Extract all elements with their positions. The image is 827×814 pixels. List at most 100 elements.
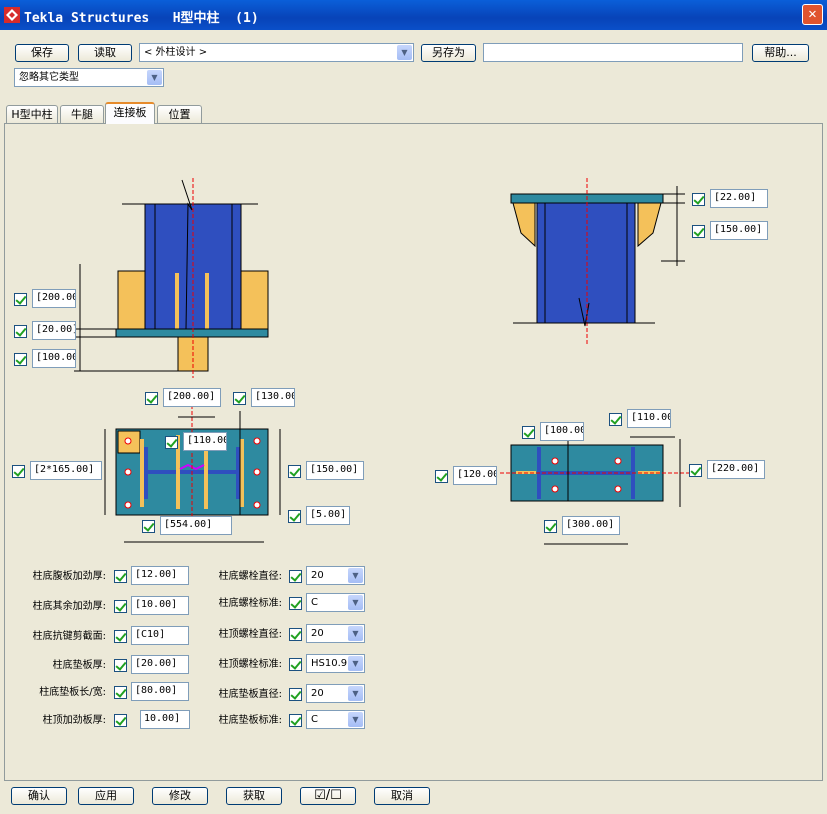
form-label: 柱底其余加劲厚:: [32, 601, 106, 612]
save-as-button[interactable]: 另存为: [421, 44, 476, 62]
dim-20-checkbox[interactable]: [14, 325, 27, 338]
form-input[interactable]: [C10]: [131, 626, 189, 645]
dim-top-110-checkbox[interactable]: [609, 413, 622, 426]
window-title: Tekla Structures H型中柱 (1): [24, 11, 259, 26]
form-input[interactable]: [12.00]: [131, 566, 189, 585]
form-checkbox-2[interactable]: [289, 688, 302, 701]
chevron-down-icon: ▼: [348, 712, 363, 727]
dim-plan-150-checkbox[interactable]: [288, 465, 301, 478]
form-label-2: 柱底垫板标准:: [218, 715, 282, 726]
get-button[interactable]: 获取: [226, 787, 282, 805]
form-checkbox[interactable]: [114, 659, 127, 672]
form-select[interactable]: 20▼: [306, 684, 365, 703]
chevron-down-icon: ▼: [348, 568, 363, 583]
chevron-down-icon: ▼: [348, 686, 363, 701]
dim-plan-110-checkbox[interactable]: [165, 436, 178, 449]
tab-position[interactable]: 位置: [157, 105, 202, 123]
form-label-2: 柱底螺栓直径:: [218, 571, 282, 582]
form-checkbox-2[interactable]: [289, 597, 302, 610]
form-label: 柱顶加劲板厚:: [42, 715, 106, 726]
dim-plan-200-input[interactable]: [200.00]: [163, 388, 221, 407]
cancel-button[interactable]: 取消: [374, 787, 430, 805]
form-label: 柱底垫板厚:: [52, 660, 106, 671]
form-select[interactable]: C▼: [306, 710, 365, 729]
dim-top-300-checkbox[interactable]: [544, 520, 557, 533]
form-label-2: 柱底螺栓标准:: [218, 598, 282, 609]
dim-top-110-input[interactable]: [110.00: [627, 409, 671, 428]
form-label: 柱底腹板加劲厚:: [32, 571, 106, 582]
dim-top-120-checkbox[interactable]: [435, 470, 448, 483]
dim-22-input[interactable]: [22.00]: [710, 189, 768, 208]
apply-button[interactable]: 应用: [78, 787, 134, 805]
tab-h-column[interactable]: H型中柱: [6, 105, 58, 123]
form-checkbox[interactable]: [114, 630, 127, 643]
dim-100-checkbox[interactable]: [14, 353, 27, 366]
form-checkbox-2[interactable]: [289, 714, 302, 727]
form-select[interactable]: 20▼: [306, 624, 365, 643]
form-input[interactable]: [20.00]: [131, 655, 189, 674]
dim-2x165-checkbox[interactable]: [12, 465, 25, 478]
save-button[interactable]: 保存: [15, 44, 69, 62]
dim-top-220-input[interactable]: [220.00]: [707, 460, 765, 479]
form-select[interactable]: C▼: [306, 593, 365, 612]
form-checkbox-2[interactable]: [289, 570, 302, 583]
dim-150-top-checkbox[interactable]: [692, 225, 705, 238]
save-as-name-input[interactable]: [483, 43, 743, 62]
title-bar: Tekla Structures H型中柱 (1) ✕: [0, 0, 827, 30]
help-button[interactable]: 帮助...: [752, 44, 809, 62]
dim-top-120-input[interactable]: [120.00: [453, 466, 497, 485]
dim-top-100-checkbox[interactable]: [522, 426, 535, 439]
dim-top-300-input[interactable]: [300.00]: [562, 516, 620, 535]
dim-plan-110-input[interactable]: [110.00: [183, 432, 227, 451]
form-checkbox[interactable]: [114, 686, 127, 699]
dim-5-checkbox[interactable]: [288, 510, 301, 523]
dim-554-checkbox[interactable]: [142, 520, 155, 533]
dim-22-checkbox[interactable]: [692, 193, 705, 206]
dim-plan-130-checkbox[interactable]: [233, 392, 246, 405]
form-checkbox[interactable]: [114, 714, 127, 727]
dim-20-input[interactable]: [20.00]: [32, 321, 76, 340]
form-checkbox-2[interactable]: [289, 658, 302, 671]
dim-plan-150-input[interactable]: [150.00]: [306, 461, 364, 480]
form-checkbox-2[interactable]: [289, 628, 302, 641]
form-select[interactable]: HS10.9▼: [306, 654, 365, 673]
form-checkbox[interactable]: [114, 600, 127, 613]
form-label-2: 柱底垫板直径:: [218, 689, 282, 700]
ok-button[interactable]: 确认: [11, 787, 67, 805]
close-icon: ✕: [808, 6, 817, 22]
dim-plan-130-input[interactable]: [130.00: [251, 388, 295, 407]
preset-select[interactable]: < 外柱设计 > ▼: [139, 43, 414, 62]
chevron-down-icon: ▼: [348, 656, 363, 671]
form-label: 柱底抗键剪截面:: [32, 631, 106, 642]
dim-100-input[interactable]: [100.00: [32, 349, 76, 368]
form-input[interactable]: [80.00]: [131, 682, 189, 701]
dim-150-top-input[interactable]: [150.00]: [710, 221, 768, 240]
dim-200-checkbox[interactable]: [14, 293, 27, 306]
form-label-2: 柱顶螺栓标准:: [218, 659, 282, 670]
dim-top-100-input[interactable]: [100.00: [540, 422, 584, 441]
dim-top-220-checkbox[interactable]: [689, 464, 702, 477]
form-input[interactable]: 10.00]: [140, 710, 190, 729]
close-button[interactable]: ✕: [802, 4, 823, 25]
form-select[interactable]: 20▼: [306, 566, 365, 585]
filter-value: 忽略其它类型: [19, 72, 79, 83]
form-input[interactable]: [10.00]: [131, 596, 189, 615]
tekla-logo-icon: [4, 7, 20, 23]
load-button[interactable]: 读取: [78, 44, 132, 62]
dim-plan-200-checkbox[interactable]: [145, 392, 158, 405]
modify-button[interactable]: 修改: [152, 787, 208, 805]
dim-554-input[interactable]: [554.00]: [160, 516, 232, 535]
tab-bracket[interactable]: 牛腿: [60, 105, 104, 123]
chevron-down-icon: ▼: [348, 626, 363, 641]
column-base-elevation-diagram: [74, 178, 269, 378]
dim-5-input[interactable]: [5.00]: [306, 506, 350, 525]
form-checkbox[interactable]: [114, 570, 127, 583]
form-label-2: 柱顶螺栓直径:: [218, 629, 282, 640]
toggle-all-button[interactable]: ☑/☐: [300, 787, 356, 805]
filter-select[interactable]: 忽略其它类型 ▼: [14, 68, 164, 87]
tab-connection-plate[interactable]: 连接板: [105, 102, 155, 124]
form-label: 柱底垫板长/宽:: [39, 687, 106, 698]
dim-200-input[interactable]: [200.00: [32, 289, 76, 308]
preset-value: < 外柱设计 >: [144, 47, 208, 58]
dim-2x165-input[interactable]: [2*165.00]: [30, 461, 102, 480]
